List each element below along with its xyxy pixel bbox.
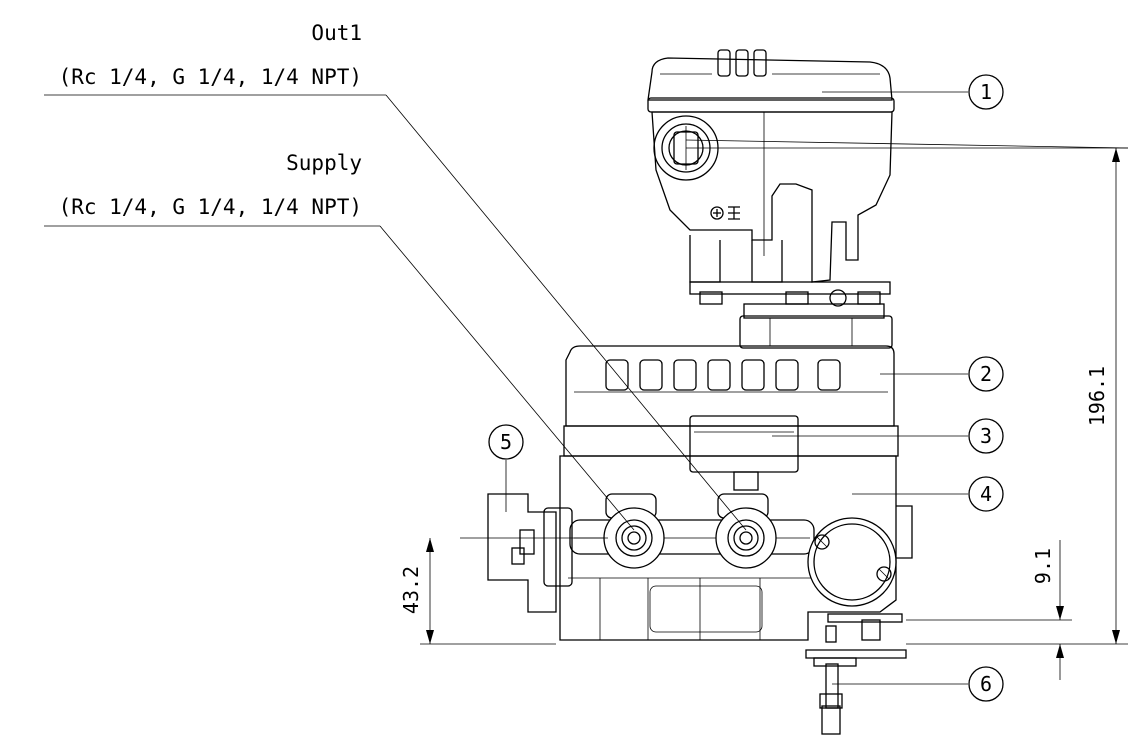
dimension-overall-height: 196.1 <box>1085 366 1109 426</box>
top-housing <box>647 49 895 349</box>
lower-body <box>487 455 913 643</box>
dimension-bottom-offset: 9.1 <box>1031 548 1055 584</box>
balloon-3-label: 3 <box>980 424 992 448</box>
balloon-4: 4 <box>968 476 1004 512</box>
leader-lines <box>44 91 968 685</box>
balloon-3: 3 <box>968 418 1004 454</box>
dimension-port-height: 43.2 <box>399 566 423 614</box>
bottom-rod <box>805 649 907 735</box>
supply-spec: (Rc 1/4, G 1/4, 1/4 NPT) <box>59 195 362 219</box>
balloon-1-label: 1 <box>980 80 992 104</box>
out1-title: Out1 <box>311 21 362 45</box>
balloon-4-label: 4 <box>980 482 992 506</box>
balloon-6: 6 <box>968 666 1004 702</box>
balloon-1: 1 <box>968 74 1004 110</box>
middle-body <box>563 345 899 491</box>
dimension-lines <box>420 112 1128 680</box>
out1-spec: (Rc 1/4, G 1/4, 1/4 NPT) <box>59 65 362 89</box>
balloon-2: 2 <box>968 356 1004 392</box>
balloon-5: 5 <box>488 424 524 460</box>
balloon-2-label: 2 <box>980 362 992 386</box>
supply-title: Supply <box>286 151 362 175</box>
balloon-6-label: 6 <box>980 672 992 696</box>
balloon-5-label: 5 <box>500 430 512 454</box>
